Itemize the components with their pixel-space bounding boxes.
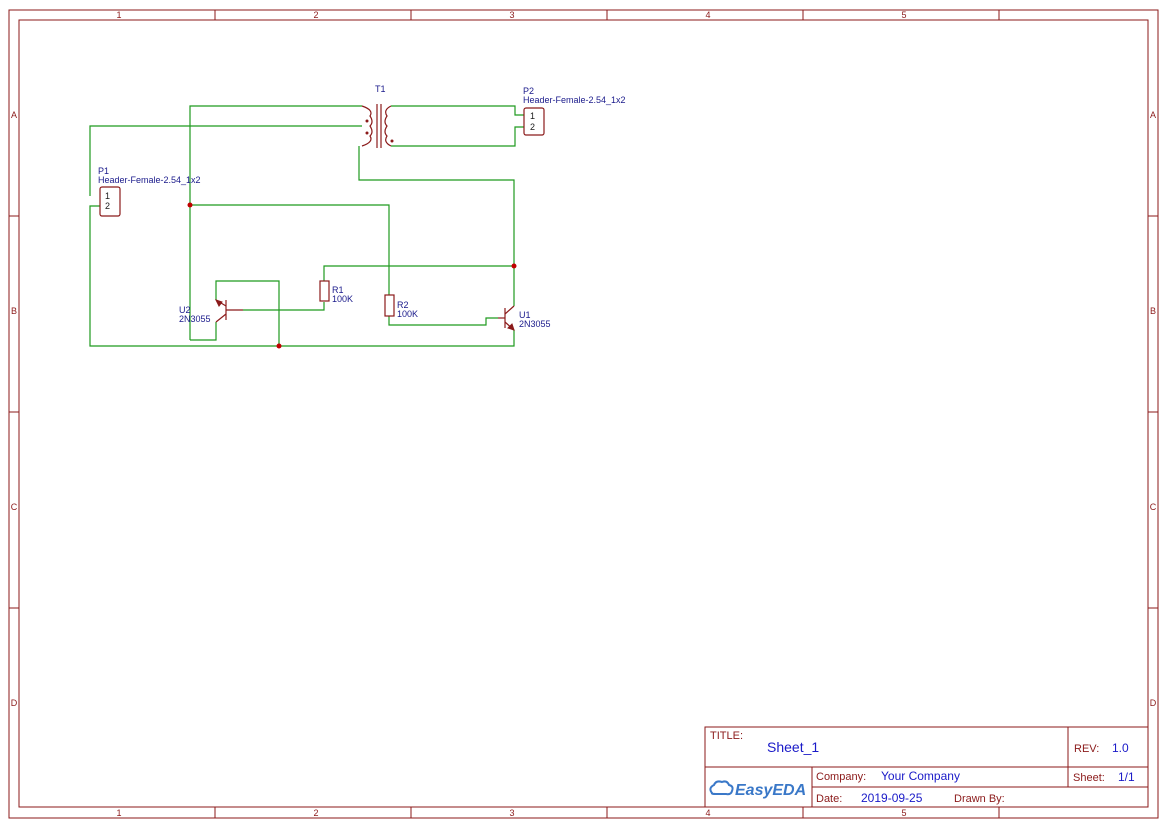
rev-label: REV: (1074, 743, 1099, 755)
wire-r1-to-u2-base (243, 302, 325, 311)
p1-value: Header-Female-2.54_1x2 (98, 175, 201, 185)
company-label: Company: (816, 771, 866, 783)
t1-ref: T1 (375, 84, 386, 94)
row-label-c: C (1150, 502, 1157, 512)
wire-r2-to-u1-base (388, 316, 498, 326)
wire-u2-collector-left (190, 322, 217, 341)
resistor-r2[interactable]: R2 100K (384, 294, 418, 319)
wire-u2-emitter-to-bus (215, 280, 280, 346)
wire-node-to-r2 (190, 204, 390, 295)
transformer-t1[interactable]: T1 (361, 84, 394, 148)
wire-t1-sec-to-p2-pin2 (391, 126, 524, 147)
r2-body (384, 294, 395, 317)
sheet-label: Sheet: (1073, 772, 1105, 784)
row-label-b: B (11, 306, 17, 316)
row-dividers (9, 215, 1158, 609)
date-value: 2019-09-25 (861, 791, 923, 805)
rev-value: 1.0 (1112, 741, 1129, 755)
wire-t1-to-u1-collector (358, 146, 515, 306)
sheet-title: Sheet_1 (767, 739, 819, 755)
row-label-c: C (11, 502, 18, 512)
junction-dot (187, 202, 193, 208)
col-label-4: 4 (705, 808, 710, 818)
row-label-d: D (11, 698, 18, 708)
r2-ref: R2 (397, 300, 409, 310)
u2-value: 2N3055 (179, 314, 211, 324)
row-labels-left: A B C D (11, 110, 18, 708)
col-label-1: 1 (116, 10, 121, 20)
t1-dot-marker (365, 131, 369, 135)
u1-emitter-arrow (507, 323, 515, 331)
p2-pin1-label: 1 (530, 111, 535, 121)
u2-collector-lead (215, 313, 227, 323)
wire-p1-pin1-to-t1 (89, 125, 362, 196)
p1-ref: P1 (98, 166, 109, 176)
u1-collector-lead (504, 305, 515, 315)
title-block: TITLE: Sheet_1 REV: 1.0 Company: Your Co… (704, 726, 1149, 808)
col-label-5: 5 (901, 10, 906, 20)
easyeda-logo: EasyEDA (709, 780, 806, 799)
inner-frame (18, 19, 1149, 808)
title-label: TITLE: (710, 730, 743, 742)
header-p2[interactable]: P2 Header-Female-2.54_1x2 1 2 (523, 86, 626, 136)
col-label-2: 2 (313, 808, 318, 818)
resistor-r1[interactable]: R1 100K (319, 280, 353, 304)
r1-body (319, 280, 330, 302)
p2-pin2-label: 2 (530, 122, 535, 132)
company-value: Your Company (881, 769, 960, 783)
column-labels-top: 1 2 3 4 5 (116, 10, 906, 20)
junction-dot (511, 263, 517, 269)
u1-value: 2N3055 (519, 319, 551, 329)
cloud-icon (709, 780, 734, 796)
r1-ref: R1 (332, 285, 344, 295)
transistor-u1[interactable]: U1 2N3055 (498, 305, 551, 331)
t1-dot-marker (365, 119, 369, 123)
p2-ref: P2 (523, 86, 534, 96)
u2-ref: U2 (179, 305, 191, 315)
col-label-2: 2 (313, 10, 318, 20)
t1-primary-coil (361, 105, 373, 147)
t1-dot-marker (390, 139, 394, 143)
r1-value: 100K (332, 294, 353, 304)
col-label-3: 3 (509, 10, 514, 20)
wire-r1-to-u1-node (323, 265, 514, 281)
logo-text: EasyEDA (735, 782, 806, 799)
row-label-a: A (1150, 110, 1156, 120)
p1-body (99, 186, 121, 217)
header-p1[interactable]: P1 Header-Female-2.54_1x2 1 2 (98, 166, 201, 217)
p1-pin1-label: 1 (105, 191, 110, 201)
p2-value: Header-Female-2.54_1x2 (523, 95, 626, 105)
u2-emitter-arrow (215, 299, 223, 307)
col-label-1: 1 (116, 808, 121, 818)
column-dividers (214, 10, 1000, 818)
date-label: Date: (816, 793, 842, 805)
p2-body (523, 107, 545, 136)
wires (89, 105, 524, 347)
column-labels-bottom: 1 2 3 4 5 (116, 808, 906, 818)
row-label-b: B (1150, 306, 1156, 316)
col-label-4: 4 (705, 10, 710, 20)
outer-frame (8, 9, 1159, 819)
wire-p1-pin2-bottom-bus (89, 205, 515, 347)
wire-t1-sec-to-p2-pin1 (391, 105, 524, 116)
row-label-a: A (11, 110, 17, 120)
t1-secondary-coil (384, 105, 392, 147)
p1-pin2-label: 2 (105, 201, 110, 211)
transistor-u2[interactable]: U2 2N3055 (179, 299, 243, 324)
drawn-by-label: Drawn By: (954, 793, 1005, 805)
u1-ref: U1 (519, 310, 531, 320)
col-label-5: 5 (901, 808, 906, 818)
r2-value: 100K (397, 309, 418, 319)
row-label-d: D (1150, 698, 1157, 708)
sheet-value: 1/1 (1118, 770, 1135, 784)
wire-u2-collector-to-t1 (189, 105, 362, 340)
junctions (187, 202, 517, 349)
junction-dot (276, 343, 282, 349)
col-label-3: 3 (509, 808, 514, 818)
row-labels-right: A B C D (1150, 110, 1157, 708)
